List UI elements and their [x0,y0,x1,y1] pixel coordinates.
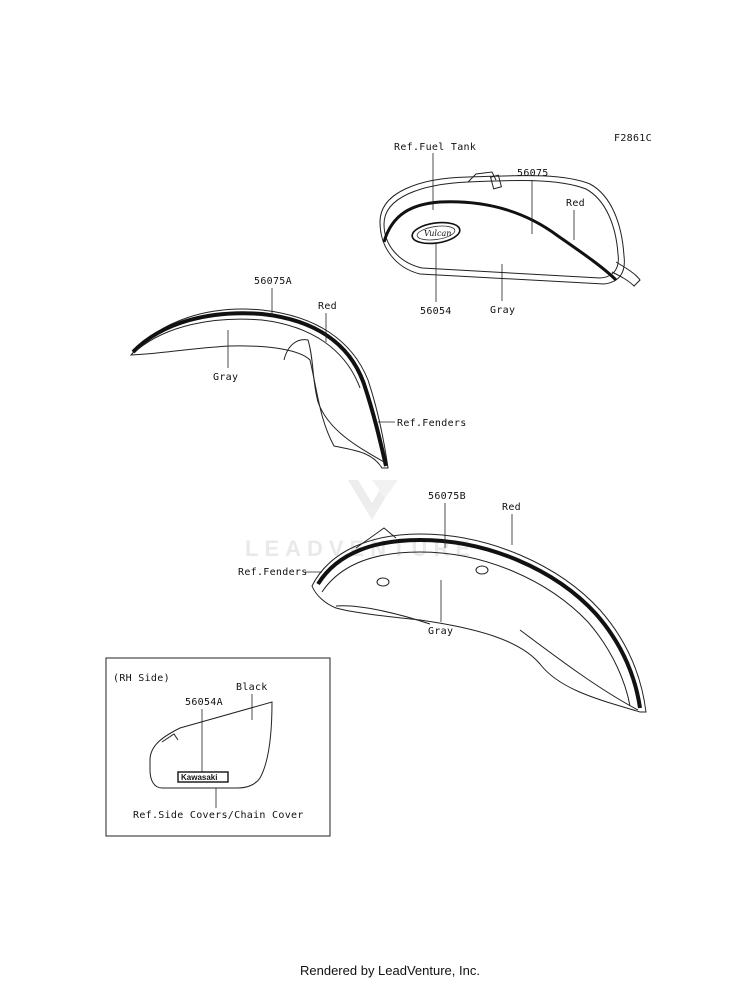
footer-credit: Rendered by LeadVenture, Inc. [300,963,480,978]
label-front-color-red: Red [318,301,337,312]
rear-fender-mount-hole [475,565,489,575]
label-rear-stripe-part: 56075B [428,491,466,502]
rear-fender [311,527,647,713]
kawasaki-emblem-text: Kawasaki [181,773,217,782]
label-tank-color-gray: Gray [490,305,515,316]
label-ref-fuel-tank: Ref.Fuel Tank [394,142,476,153]
kawasaki-emblem [177,771,229,783]
rear-fender-mount-hole [376,577,390,587]
label-side-cover-part: 56054A [185,697,223,708]
label-tank-stripe-part: 56075 [517,168,549,179]
front-fender [129,308,389,469]
watermark-logo [348,480,398,520]
label-rear-color-red: Red [502,502,521,513]
label-side-cover-ref: Ref.Side Covers/Chain Cover [133,810,304,821]
side-cover: Kawasaki [149,701,273,789]
label-rear-ref-fenders: Ref.Fenders [238,567,308,578]
label-side-cover-color: Black [236,682,268,693]
label-front-ref-fenders: Ref.Fenders [397,418,467,429]
label-front-color-gray: Gray [213,372,238,383]
side-cover-inset-box [105,657,331,837]
label-tank-color-red: Red [566,198,585,209]
label-side-cover-side: (RH Side) [113,673,170,684]
vulcan-emblem-text: Vulcan [424,229,451,238]
label-rear-color-gray: Gray [428,626,453,637]
fuel-tank: Vulcan [379,171,641,287]
label-tank-emblem-part: 56054 [420,306,452,317]
diagram-code: F2861C [614,133,652,144]
label-front-stripe-part: 56075A [254,276,292,287]
